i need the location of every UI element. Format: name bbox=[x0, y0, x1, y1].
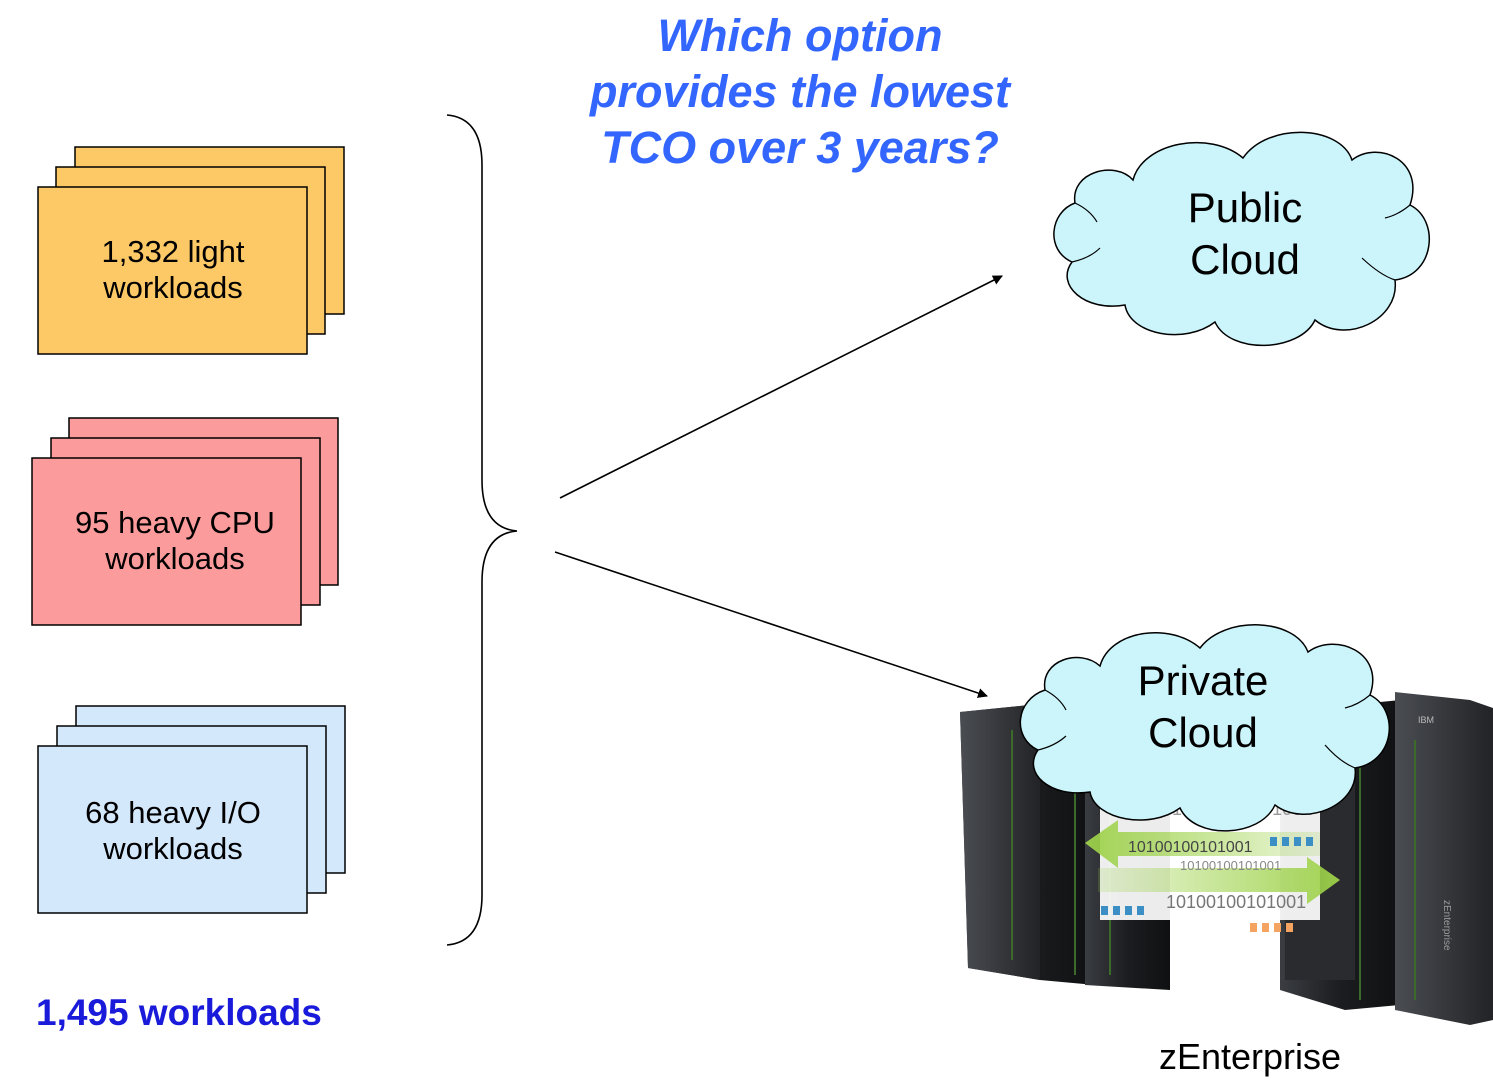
question-line-1: Which option bbox=[657, 10, 943, 61]
light-workloads-label: 1,332 light workloads bbox=[101, 234, 245, 305]
ibm-logo: IBM bbox=[1418, 715, 1434, 725]
arrow-to-public-cloud bbox=[559, 275, 1003, 499]
zenterprise-label: zEnterprise bbox=[1158, 1036, 1342, 1077]
grouping-brace bbox=[446, 114, 518, 946]
private-cloud-label: Private Cloud bbox=[1137, 657, 1269, 756]
io-workloads-stack bbox=[37, 705, 346, 914]
private-cloud-shape bbox=[1019, 624, 1391, 832]
green-arrow-right bbox=[1098, 857, 1340, 904]
question-line-3: TCO over 3 years? bbox=[601, 122, 999, 173]
green-arrow-left bbox=[1085, 820, 1320, 868]
cpu-workloads-stack bbox=[31, 417, 339, 626]
arrow-to-private-cloud bbox=[554, 551, 988, 698]
public-cloud-label: Public Cloud bbox=[1187, 184, 1303, 283]
binary-text: 10100100101001 bbox=[1166, 892, 1306, 912]
binary-text: 10100100101001 bbox=[1180, 858, 1281, 873]
rack-side-label: zEnterprise bbox=[1441, 900, 1452, 951]
io-workloads-label: 68 heavy I/O workloads bbox=[85, 795, 261, 866]
cpu-workloads-label: 95 heavy CPU workloads bbox=[75, 505, 275, 576]
public-cloud-shape bbox=[1053, 131, 1431, 347]
question-line-2: provides the lowest bbox=[589, 66, 1011, 117]
tco-question: Which option provides the lowest TCO ove… bbox=[500, 8, 1100, 176]
total-workloads: 1,495 workloads bbox=[36, 992, 322, 1033]
binary-text: 10100100101001 bbox=[1128, 839, 1253, 856]
light-workloads-stack bbox=[37, 146, 345, 355]
blue-bits bbox=[1101, 837, 1313, 915]
